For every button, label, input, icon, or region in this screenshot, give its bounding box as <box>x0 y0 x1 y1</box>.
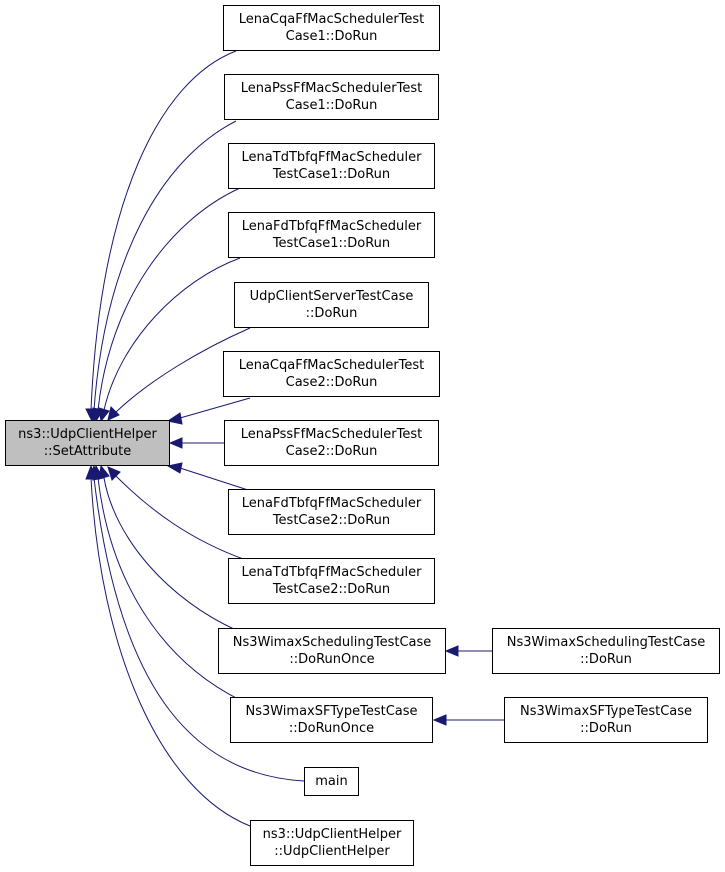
caller-node-1-line1: LenaCqaFfMacSchedulerTest <box>238 12 425 27</box>
second-node-2-line2: ::DoRun <box>580 721 632 736</box>
caller-node-6-line1: LenaCqaFfMacSchedulerTest <box>238 358 425 373</box>
arrowhead-5 <box>107 406 120 421</box>
caller-node-2-line1: LenaPssFfMacSchedulerTest <box>240 81 423 96</box>
caller-node-9-line1: LenaTdTbfqFfMacScheduler <box>241 565 422 580</box>
arrowhead-13 <box>85 464 97 480</box>
caller-node-8[interactable]: LenaFdTbfqFfMacScheduler TestCase2::DoRu… <box>228 489 435 535</box>
caller-node-9-line2: TestCase2::DoRun <box>272 582 391 597</box>
caller-node-5[interactable]: UdpClientServerTestCase ::DoRun <box>234 282 429 328</box>
caller-node-12-line1: main <box>315 774 348 789</box>
caller-node-3[interactable]: LenaTdTbfqFfMacScheduler TestCase1::DoRu… <box>228 143 435 189</box>
caller-node-1-line2: Case1::DoRun <box>285 29 378 44</box>
arrowhead-9 <box>107 466 121 481</box>
edge-caller-11 <box>97 477 241 701</box>
edge-caller-12 <box>93 477 305 782</box>
caller-node-5-line2: ::DoRun <box>305 306 358 321</box>
caller-node-1[interactable]: LenaCqaFfMacSchedulerTest Case1::DoRun <box>223 5 440 51</box>
arrowhead-6 <box>166 412 183 425</box>
caller-node-11-line2: ::DoRunOnce <box>288 721 375 736</box>
caller-node-2[interactable]: LenaPssFfMacSchedulerTest Case1::DoRun <box>224 74 439 120</box>
caller-node-8-line1: LenaFdTbfqFfMacScheduler <box>241 496 422 511</box>
caller-node-12[interactable]: main <box>304 767 359 796</box>
caller-node-11-line1: Ns3WimaxSFTypeTestCase <box>245 704 418 719</box>
caller-node-4-line1: LenaFdTbfqFfMacScheduler <box>241 219 422 234</box>
second-node-2[interactable]: Ns3WimaxSFTypeTestCase ::DoRun <box>504 697 708 743</box>
caller-node-2-line2: Case1::DoRun <box>285 98 378 113</box>
caller-node-10-line1: Ns3WimaxSchedulingTestCase <box>232 635 432 650</box>
arrowhead-sftype <box>432 714 447 726</box>
caller-node-13-line1: ns3::UdpClientHelper <box>262 827 402 842</box>
caller-node-3-line1: LenaTdTbfqFfMacScheduler <box>241 150 422 165</box>
arrowhead-7 <box>168 437 183 449</box>
caller-node-4[interactable]: LenaFdTbfqFfMacScheduler TestCase1::DoRu… <box>228 212 435 258</box>
second-node-2-line1: Ns3WimaxSFTypeTestCase <box>519 704 693 719</box>
caller-node-3-line2: TestCase1::DoRun <box>272 167 391 182</box>
caller-node-6-line2: Case2::DoRun <box>285 375 378 390</box>
caller-node-4-line2: TestCase1::DoRun <box>272 236 391 251</box>
caller-node-10[interactable]: Ns3WimaxSchedulingTestCase ::DoRunOnce <box>218 628 446 674</box>
caller-node-13[interactable]: ns3::UdpClientHelper ::UdpClientHelper <box>250 820 414 866</box>
root-node-line1: ns3::UdpClientHelper <box>18 427 157 442</box>
edge-caller-3 <box>97 187 241 411</box>
caller-node-6[interactable]: LenaCqaFfMacSchedulerTest Case2::DoRun <box>223 351 440 397</box>
caller-node-13-line2: ::UdpClientHelper <box>274 844 390 859</box>
edge-caller-8 <box>179 467 249 491</box>
edge-caller-4 <box>103 257 241 411</box>
root-node-line2: ::SetAttribute <box>43 444 132 459</box>
arrowhead-4 <box>98 407 110 423</box>
caller-node-5-line1: UdpClientServerTestCase <box>249 289 414 304</box>
caller-node-8-line2: TestCase2::DoRun <box>272 513 391 528</box>
edge-caller-9 <box>115 475 247 561</box>
second-node-1-line1: Ns3WimaxSchedulingTestCase <box>506 635 706 650</box>
edge-caller-5 <box>115 327 251 413</box>
second-node-1-line2: ::DoRun <box>580 652 632 667</box>
edge-caller-6 <box>179 397 251 419</box>
root-node[interactable]: ns3::UdpClientHelper ::SetAttribute <box>5 420 170 466</box>
edge-caller-13 <box>90 477 251 827</box>
caller-node-7-line2: Case2::DoRun <box>285 444 378 459</box>
edge-caller-2 <box>93 120 237 411</box>
second-node-1[interactable]: Ns3WimaxSchedulingTestCase ::DoRun <box>492 628 720 674</box>
caller-node-7-line1: LenaPssFfMacSchedulerTest <box>240 427 423 442</box>
caller-node-9[interactable]: LenaTdTbfqFfMacScheduler TestCase2::DoRu… <box>228 558 435 604</box>
caller-node-7[interactable]: LenaPssFfMacSchedulerTest Case2::DoRun <box>224 420 439 466</box>
caller-node-10-line2: ::DoRunOnce <box>289 652 375 667</box>
arrowhead-8 <box>166 462 183 474</box>
edge-caller-10 <box>103 477 237 631</box>
caller-node-11[interactable]: Ns3WimaxSFTypeTestCase ::DoRunOnce <box>230 697 433 743</box>
edge-caller-1 <box>90 50 237 411</box>
arrowhead-scheduling <box>444 645 459 657</box>
